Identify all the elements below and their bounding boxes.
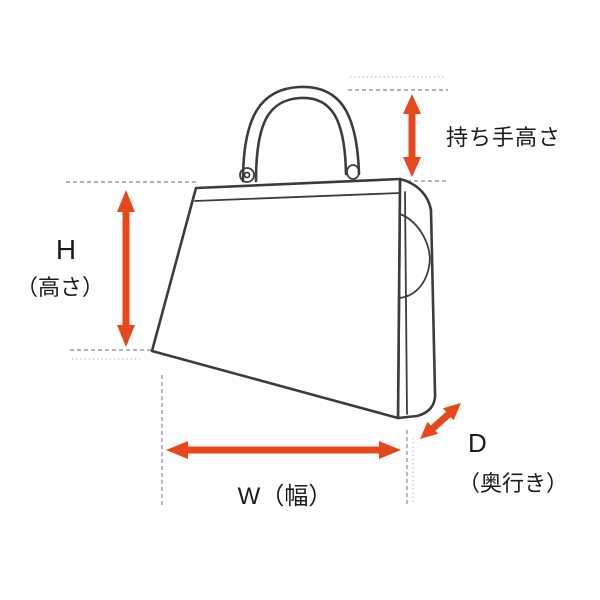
depth-letter-label: D [468, 428, 487, 458]
width-arrow [166, 441, 401, 459]
bag-side-gusset [398, 213, 431, 299]
bag-handle-outer [241, 85, 361, 183]
handle-height-label: 持ち手高さ [446, 125, 562, 150]
height-arrow [117, 190, 135, 347]
arrow-head-upright-icon [442, 403, 461, 421]
depth-caption-label: （奥行き） [458, 471, 569, 496]
arrow-head-right-icon [379, 441, 401, 459]
arrow-head-up-icon [117, 190, 135, 212]
height-letter-label: H [55, 234, 77, 265]
bag-clasp-ring [239, 167, 255, 183]
arrow-head-left-icon [166, 441, 188, 459]
handle-height-arrow [403, 94, 421, 177]
arrow-head-down-icon [117, 325, 135, 347]
width-label: W（幅） [237, 483, 333, 510]
depth-arrow [420, 403, 461, 439]
measurement-arrows [117, 94, 461, 459]
arrow-head-up-icon [403, 94, 421, 114]
bag-top-frame-line [194, 192, 401, 202]
bag-illustration [150, 85, 437, 420]
bag-front-face [150, 177, 402, 420]
bag-handle-anchor-right [346, 164, 360, 180]
bag-right-seam [404, 191, 408, 415]
bag-handle-inner [254, 96, 348, 183]
arrow-head-downleft-icon [420, 421, 439, 439]
arrow-head-down-icon [403, 157, 421, 177]
height-caption-label: （高さ） [16, 275, 105, 300]
bag-clasp-pin [243, 171, 251, 179]
